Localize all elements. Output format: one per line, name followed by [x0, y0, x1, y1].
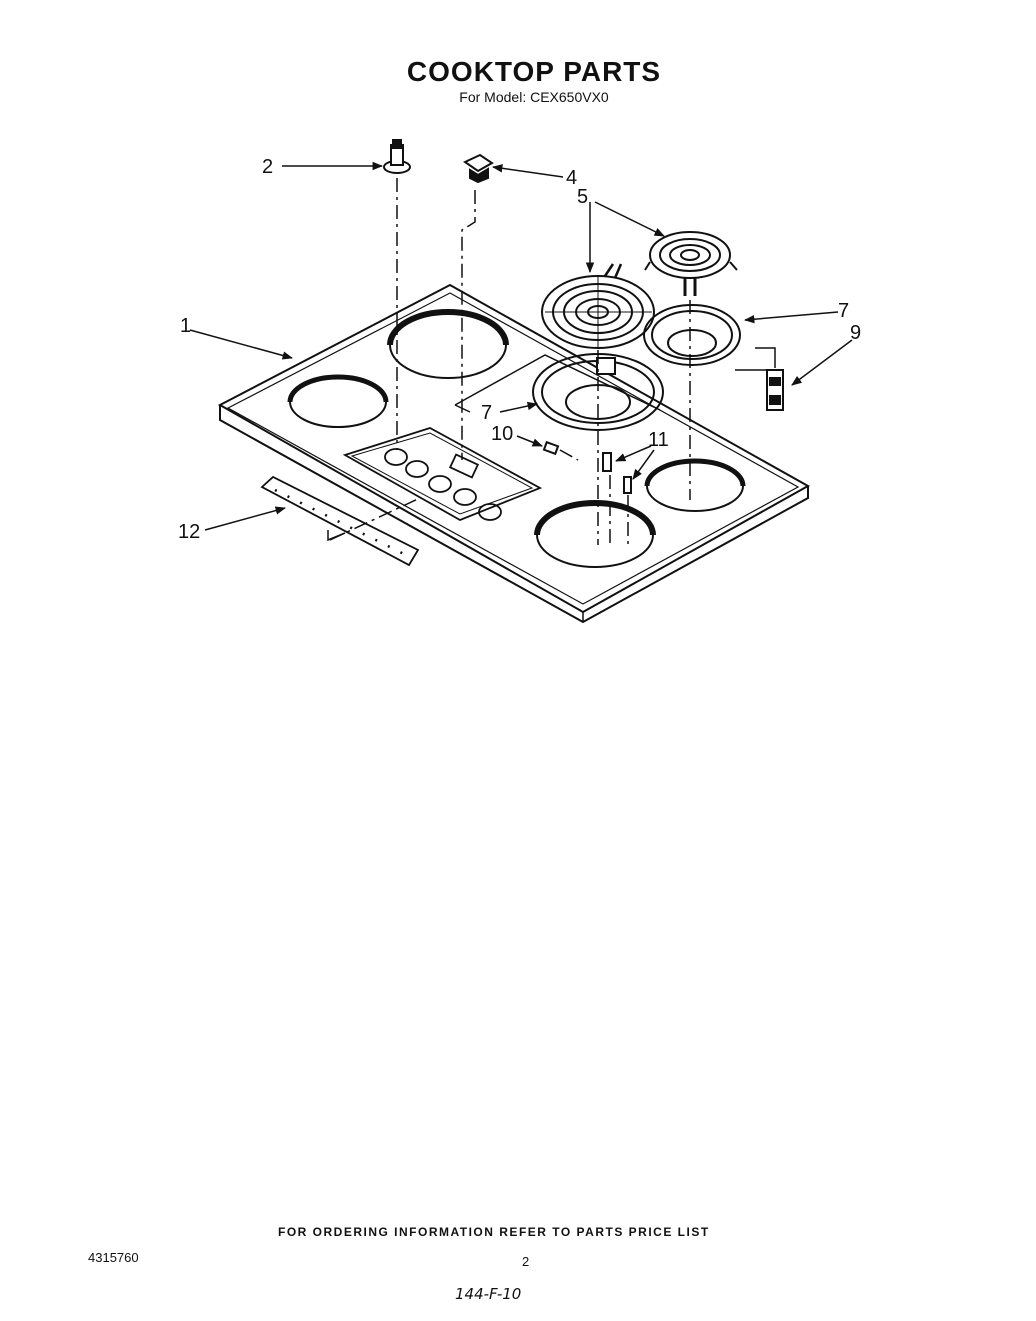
- page-title: COOKTOP PARTS: [406, 56, 662, 87]
- handwritten-note: 144-F-10: [455, 1285, 522, 1303]
- callout-leaders: [189, 161, 853, 531]
- control-knob-hole: [405, 460, 429, 478]
- part-4-indicator: [462, 153, 494, 184]
- part-7-drip-bowl-small: [643, 304, 741, 366]
- document-number: 4315760: [88, 1250, 139, 1265]
- callout-10: 10: [491, 423, 513, 445]
- control-knob-hole: [453, 488, 477, 506]
- part-9-bracket-line: [735, 347, 776, 371]
- callout-1: 1: [180, 315, 191, 337]
- model-subtitle: For Model: CEX650VX0: [459, 89, 609, 105]
- ordering-note: FOR ORDERING INFORMATION REFER TO PARTS …: [278, 1225, 710, 1239]
- callout-5: 5: [577, 186, 588, 208]
- callout-11: 11: [648, 429, 669, 451]
- part-5-coil-element-large: [541, 263, 655, 349]
- cooktop-panel: [217, 283, 811, 624]
- part-9-terminal-block: [766, 369, 784, 411]
- page-number: 2: [522, 1254, 530, 1269]
- callout-7-right: 7: [838, 300, 849, 322]
- part-12-placement-mark: [327, 530, 346, 542]
- part-5-coil-element-small: [644, 231, 738, 296]
- burner-openings: [287, 309, 746, 568]
- part-10-screw: [542, 440, 560, 456]
- control-knob-hole: [428, 475, 452, 493]
- callout-12: 12: [178, 521, 200, 543]
- callout-7-center: 7: [481, 402, 492, 424]
- callout-2: 2: [262, 156, 273, 178]
- part-11-screws: [602, 452, 632, 494]
- control-knob-hole: [384, 448, 408, 466]
- part-2-knob: [383, 139, 411, 174]
- assembly-guide-lines: [329, 178, 691, 545]
- control-panel: [342, 427, 543, 521]
- callout-9: 9: [850, 322, 861, 344]
- callout-4: 4: [566, 167, 577, 189]
- part-7-drip-bowl-large: [532, 353, 664, 431]
- control-knob-hole: [478, 503, 502, 521]
- indicator-light-hole: [448, 453, 480, 479]
- part-12-trim-strip: [260, 475, 420, 567]
